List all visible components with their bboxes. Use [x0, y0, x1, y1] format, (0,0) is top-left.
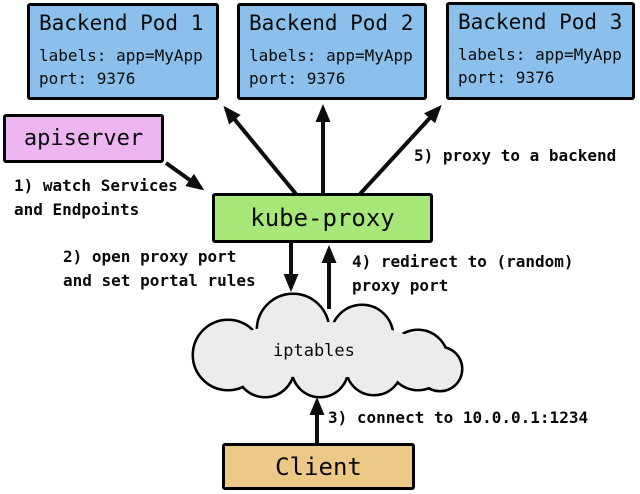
step-1-line-2: and Endpoints: [14, 200, 140, 219]
kube-proxy-box: kube-proxy: [212, 193, 433, 243]
step-2-label: 2) open proxy port and set portal rules: [63, 245, 256, 293]
step-2-line-1: 2) open proxy port: [63, 247, 237, 266]
backend-pod-1-port: port: 9376: [39, 69, 136, 88]
client-label: Client: [275, 452, 362, 481]
backend-pod-3-title: Backend Pod 3: [458, 10, 623, 34]
step-1-line-1: 1) watch Services: [14, 176, 178, 195]
backend-pod-2-title: Backend Pod 2: [249, 11, 414, 35]
backend-pod-1-box: Backend Pod 1 labels: app=MyApp port: 93…: [27, 3, 219, 100]
iptables-label: iptables: [273, 341, 355, 361]
apiserver-label: apiserver: [23, 126, 144, 151]
client-box: Client: [222, 443, 415, 490]
backend-pod-3-port: port: 9376: [458, 68, 555, 87]
kube-proxy-label: kube-proxy: [250, 204, 395, 232]
step-5-label: 5) proxy to a backend: [414, 144, 616, 168]
arrow-kube-proxy-to-pod3: [358, 105, 442, 196]
step-1-label: 1) watch Services and Endpoints: [14, 174, 178, 222]
backend-pod-3-labels: labels: app=MyApp: [458, 45, 622, 64]
iptables-cloud-fill: [194, 295, 461, 396]
step-4-line-2: proxy port: [352, 276, 449, 295]
backend-pod-1-labels: labels: app=MyApp: [39, 46, 203, 65]
step-4-line-1: 4) redirect to (random): [352, 252, 574, 271]
backend-pod-2-port: port: 9376: [249, 69, 346, 88]
arrow-apiserver-to-kube-proxy: [164, 161, 205, 191]
apiserver-box: apiserver: [3, 114, 164, 163]
backend-pod-3-box: Backend Pod 3 labels: app=MyApp port: 93…: [446, 2, 635, 100]
backend-pod-1-title: Backend Pod 1: [39, 11, 204, 35]
step-3-line-1: 3) connect to 10.0.0.1:1234: [328, 408, 589, 427]
backend-pod-2-labels: labels: app=MyApp: [249, 46, 413, 65]
step-5-line-1: 5) proxy to a backend: [414, 146, 617, 165]
step-3-label: 3) connect to 10.0.0.1:1234: [328, 406, 588, 430]
step-4-label: 4) redirect to (random) proxy port: [352, 250, 574, 298]
arrow-kube-proxy-to-pod1: [223, 105, 298, 196]
backend-pod-2-box: Backend Pod 2 labels: app=MyApp port: 93…: [237, 3, 427, 100]
step-2-line-2: and set portal rules: [63, 271, 256, 290]
